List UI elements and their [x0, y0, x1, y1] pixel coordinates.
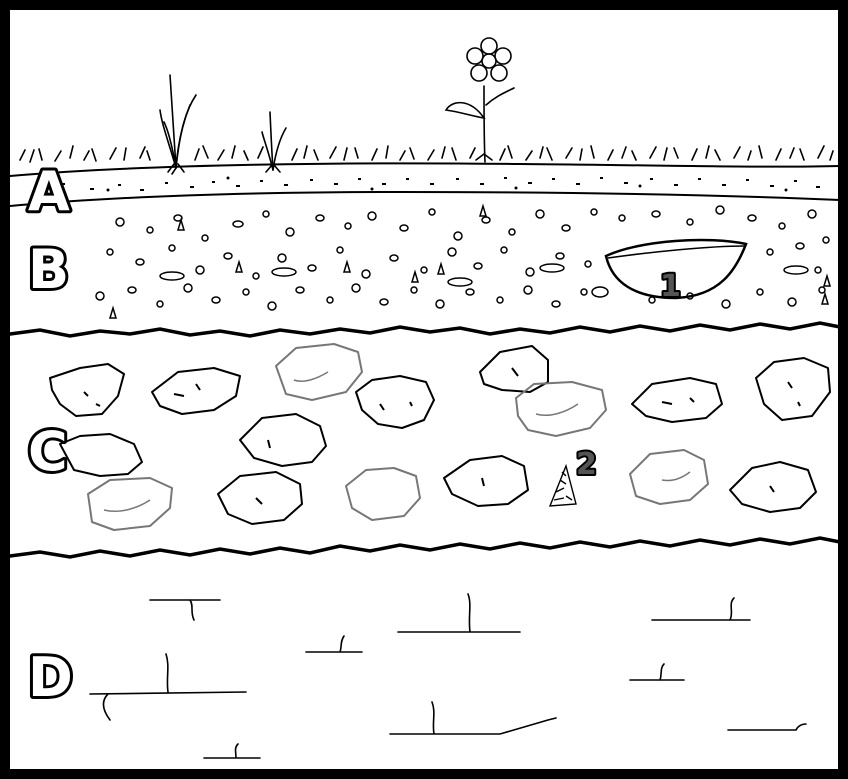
find-label-2: 2 — [576, 447, 597, 482]
layer-label-a: A — [28, 160, 70, 223]
layer-label-c: C — [28, 420, 68, 483]
layer-label-b: B — [28, 238, 69, 301]
layer-label-d: D — [28, 646, 73, 709]
find-label-1: 1 — [660, 269, 681, 304]
